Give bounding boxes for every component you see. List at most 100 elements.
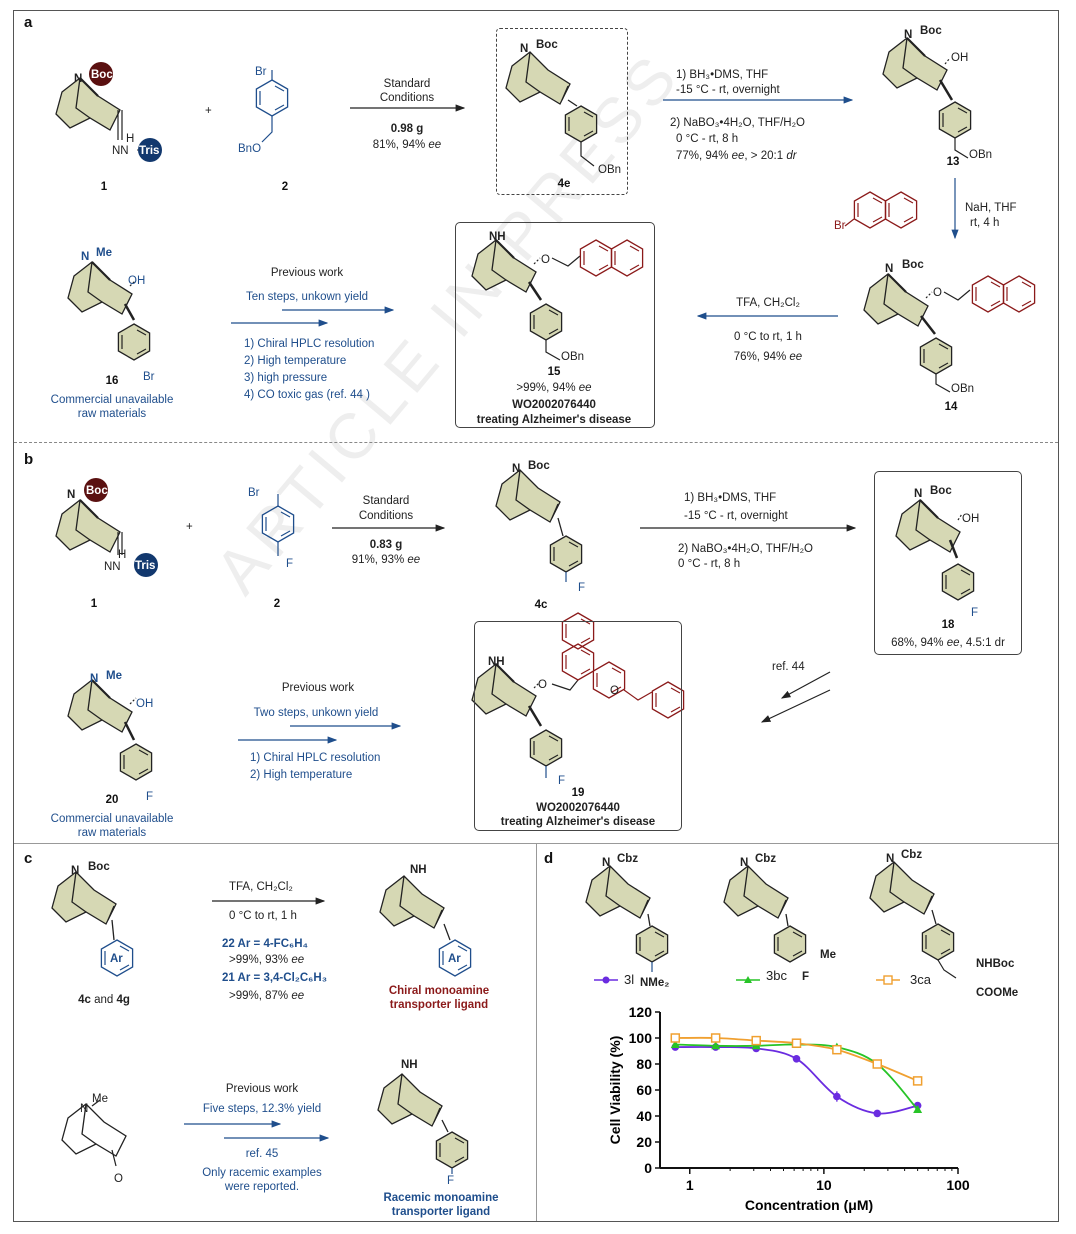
b-sm2-f: F bbox=[286, 558, 294, 570]
a-15-use: treating Alzheimer's disease bbox=[476, 414, 632, 426]
b-19-o2: O bbox=[610, 685, 619, 697]
separator-cd bbox=[536, 843, 537, 1221]
c-sm-n: N bbox=[71, 865, 80, 877]
b-4c-boc: Boc bbox=[528, 460, 550, 472]
b-prev-title: Previous work bbox=[281, 682, 355, 694]
b-4c-n: N bbox=[512, 463, 521, 475]
a-13-boc: Boc bbox=[920, 25, 942, 37]
a-4e-boc: Boc bbox=[536, 39, 558, 51]
c-entry-21: 21 Ar = 3,4-Cl₂C₆H₃ bbox=[222, 972, 328, 984]
a-16-number: 16 bbox=[105, 375, 119, 387]
b-arrow2-l3: 2) NaBO₃•4H₂O, THF/H₂O bbox=[678, 543, 814, 555]
c-prod2-l1: Racemic monoamine bbox=[383, 1192, 499, 1204]
b-prev-item-2: 2) High temperature bbox=[250, 769, 353, 781]
a-arrow3-l1: NaH, THF bbox=[965, 202, 1017, 214]
a-arrow2-l3: 2) NaBO₃•4H₂O, THF/H₂O bbox=[670, 117, 806, 129]
c-sm2-o: O bbox=[114, 1173, 123, 1185]
a-4e-box bbox=[496, 28, 628, 195]
b-prev-sub: Two steps, unkown yield bbox=[253, 707, 379, 719]
b-sm2-number: 2 bbox=[273, 598, 281, 610]
b-20-number: 20 bbox=[105, 794, 119, 806]
a-sm1-h: H bbox=[126, 133, 135, 145]
b-19-nh: NH bbox=[488, 656, 505, 668]
b-18-box bbox=[874, 471, 1022, 655]
b-20-f: F bbox=[146, 791, 154, 803]
b-arrow1-l2: Conditions bbox=[358, 510, 414, 522]
a-arrow1-l2: Conditions bbox=[379, 92, 435, 104]
a-4e-obn: OBn bbox=[598, 164, 622, 176]
b-arrow2-l4: 0 °C - rt, 8 h bbox=[678, 558, 741, 570]
b-sm1-tris: Tris bbox=[135, 560, 156, 572]
panel-label-d: d bbox=[544, 850, 554, 867]
b-20-l2: raw materials bbox=[77, 827, 147, 839]
y-axis-label: Cell Viability (%) bbox=[607, 1036, 623, 1145]
point-3bc bbox=[670, 1040, 680, 1048]
point-3ca bbox=[872, 1059, 883, 1069]
a-prev-item-1: 1) Chiral HPLC resolution bbox=[244, 338, 375, 350]
d-s1-n: N bbox=[602, 857, 611, 869]
b-arrow1-l1: Standard bbox=[362, 495, 410, 507]
c-prod2-nh: NH bbox=[401, 1059, 418, 1071]
b-18-f: F bbox=[971, 607, 979, 619]
a-sm2-br: Br bbox=[255, 66, 267, 78]
point-3ca bbox=[751, 1035, 761, 1046]
x-axis-label: Concentration (μM) bbox=[745, 1197, 873, 1213]
a-16-l2: raw materials bbox=[77, 408, 147, 420]
c-sm-ar: Ar bbox=[110, 953, 123, 965]
x-tick-label: 100 bbox=[946, 1177, 970, 1193]
series-line-3bc bbox=[675, 1043, 919, 1111]
c-prev-ref: ref. 45 bbox=[245, 1148, 279, 1160]
b-sm1-nn: NN bbox=[104, 561, 121, 573]
a-sm2-number: 2 bbox=[281, 181, 289, 193]
point-3bc bbox=[913, 1105, 923, 1113]
a-arrow2-l5: 77%, 94% ee, > 20:1 dr bbox=[676, 150, 797, 162]
b-sm1-number: 1 bbox=[90, 598, 98, 610]
a-sm1-boc: Boc bbox=[91, 69, 113, 81]
a-16-n: N bbox=[81, 251, 90, 263]
y-tick-label: 20 bbox=[636, 1134, 652, 1150]
a-arrow4-l3: 76%, 94% ee bbox=[733, 351, 803, 363]
a-prev-item-3: 3) high pressure bbox=[244, 372, 328, 384]
a-16-oh: OH bbox=[128, 275, 146, 287]
c-prev-note1: Only racemic examples bbox=[202, 1167, 322, 1179]
point-3ca bbox=[670, 1033, 681, 1043]
a-arrow1-l3: 0.98 g bbox=[390, 123, 424, 135]
b-19-number: 19 bbox=[571, 787, 585, 799]
point-3bc bbox=[711, 1041, 721, 1050]
y-tick-label: 120 bbox=[629, 1004, 653, 1020]
point-3ca bbox=[912, 1076, 923, 1086]
y-tick-label: 60 bbox=[636, 1082, 652, 1098]
b-4c-number: 4c bbox=[534, 599, 548, 611]
a-13-obn: OBn bbox=[969, 149, 993, 161]
a-14-boc: Boc bbox=[902, 259, 924, 271]
d-s2-f: F bbox=[802, 971, 810, 983]
a-4e-n: N bbox=[520, 43, 529, 55]
point-3l bbox=[873, 1109, 882, 1118]
a-15-box bbox=[455, 222, 655, 428]
d-s3-nhboc: NHBoc bbox=[976, 958, 1015, 970]
b-20-n: N bbox=[90, 673, 99, 685]
a-arrow1-l4: 81%, 94% ee bbox=[372, 139, 442, 151]
a-14-number: 14 bbox=[944, 401, 958, 413]
b-18-number: 18 bbox=[941, 619, 955, 631]
a-sm1-nn: NN bbox=[112, 145, 129, 157]
b-19-patent: WO2002076440 bbox=[536, 802, 620, 814]
a-15-patent: WO2002076440 bbox=[512, 399, 596, 411]
a-14-n: N bbox=[885, 263, 894, 275]
y-tick-label: 0 bbox=[644, 1160, 652, 1176]
d-legend-3ca: 3ca bbox=[910, 972, 931, 987]
b-sm1-n: N bbox=[67, 489, 76, 501]
c-prod2-l2: transporter ligand bbox=[391, 1206, 491, 1218]
figure-frame bbox=[13, 10, 1059, 1222]
x-tick-label: 1 bbox=[686, 1177, 694, 1193]
c-entry-22: 22 Ar = 4-FC₆H₄ bbox=[222, 938, 309, 950]
point-3l bbox=[792, 1055, 801, 1063]
b-20-oh: OH bbox=[136, 698, 154, 710]
a-15-nh: NH bbox=[489, 231, 506, 243]
b-arrow2-l1: 1) BH₃•DMS, THF bbox=[684, 492, 777, 504]
d-s3-cbz: Cbz bbox=[901, 849, 923, 861]
b-plus: + bbox=[186, 521, 193, 533]
a-prev-item-2: 2) High temperature bbox=[244, 355, 347, 367]
